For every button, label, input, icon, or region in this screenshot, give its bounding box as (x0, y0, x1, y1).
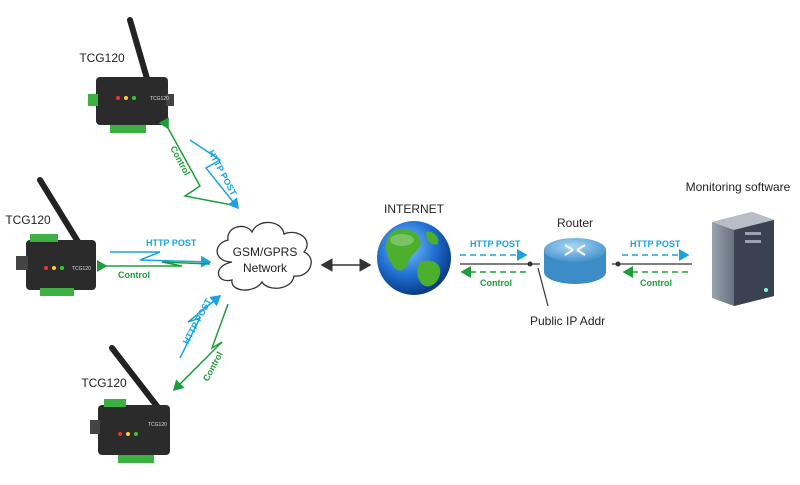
server-label: Monitoring software (686, 180, 791, 194)
http-post-text: HTTP POST (146, 238, 197, 248)
antenna-icon (109, 345, 163, 413)
device-body (98, 405, 170, 455)
gsm-network-cloud-icon: GSM/GPRS Network (216, 221, 312, 291)
control-text: Control (640, 278, 672, 288)
http-post-text: HTTP POST (206, 148, 239, 198)
device-label-middle: TCG120 (5, 213, 51, 227)
control-text: Control (118, 270, 150, 280)
device-label-top: TCG120 (79, 51, 125, 65)
device-middle: TCG120 (16, 177, 96, 296)
router-label: Router (557, 216, 593, 230)
network-line2: Network (243, 261, 288, 275)
network-line1: GSM/GPRS (233, 245, 298, 259)
http-post-link (179, 295, 222, 359)
device-top: TCG120 (88, 17, 174, 133)
http-post-link (189, 139, 239, 210)
terminal-block (118, 455, 154, 463)
device-body (26, 240, 96, 290)
antenna-icon (37, 177, 83, 248)
server-icon (712, 212, 774, 306)
device-label-bottom: TCG120 (81, 376, 127, 390)
router-icon (544, 238, 606, 284)
antenna-icon (127, 17, 151, 85)
control-text: Control (480, 278, 512, 288)
device-bottom: TCG120 (90, 345, 170, 463)
control-link (97, 260, 211, 272)
http-post-text: HTTP POST (470, 239, 521, 249)
link-top: HTTP POST Control (158, 117, 239, 210)
device-body (96, 77, 168, 125)
http-post-text: HTTP POST (630, 239, 681, 249)
terminal-block (110, 125, 146, 133)
link-bottom: HTTP POST Control (172, 295, 229, 392)
device-badge: TCG120 (150, 96, 169, 102)
http-post-text: HTTP POST (181, 296, 214, 346)
control-text: Control (168, 144, 192, 177)
device-badge: TCG120 (148, 422, 167, 428)
control-link (172, 303, 229, 392)
http-post-link (110, 251, 212, 268)
globe-icon (377, 221, 451, 295)
link-middle: HTTP POST Control (97, 238, 212, 280)
device-badge: TCG120 (72, 266, 91, 272)
public-ip-label: Public IP Addr (530, 314, 605, 328)
public-ip-pointer (537, 267, 549, 307)
control-link (158, 117, 233, 206)
terminal-block (40, 288, 74, 296)
control-text: Control (201, 350, 225, 383)
internet-label: INTERNET (384, 202, 445, 216)
